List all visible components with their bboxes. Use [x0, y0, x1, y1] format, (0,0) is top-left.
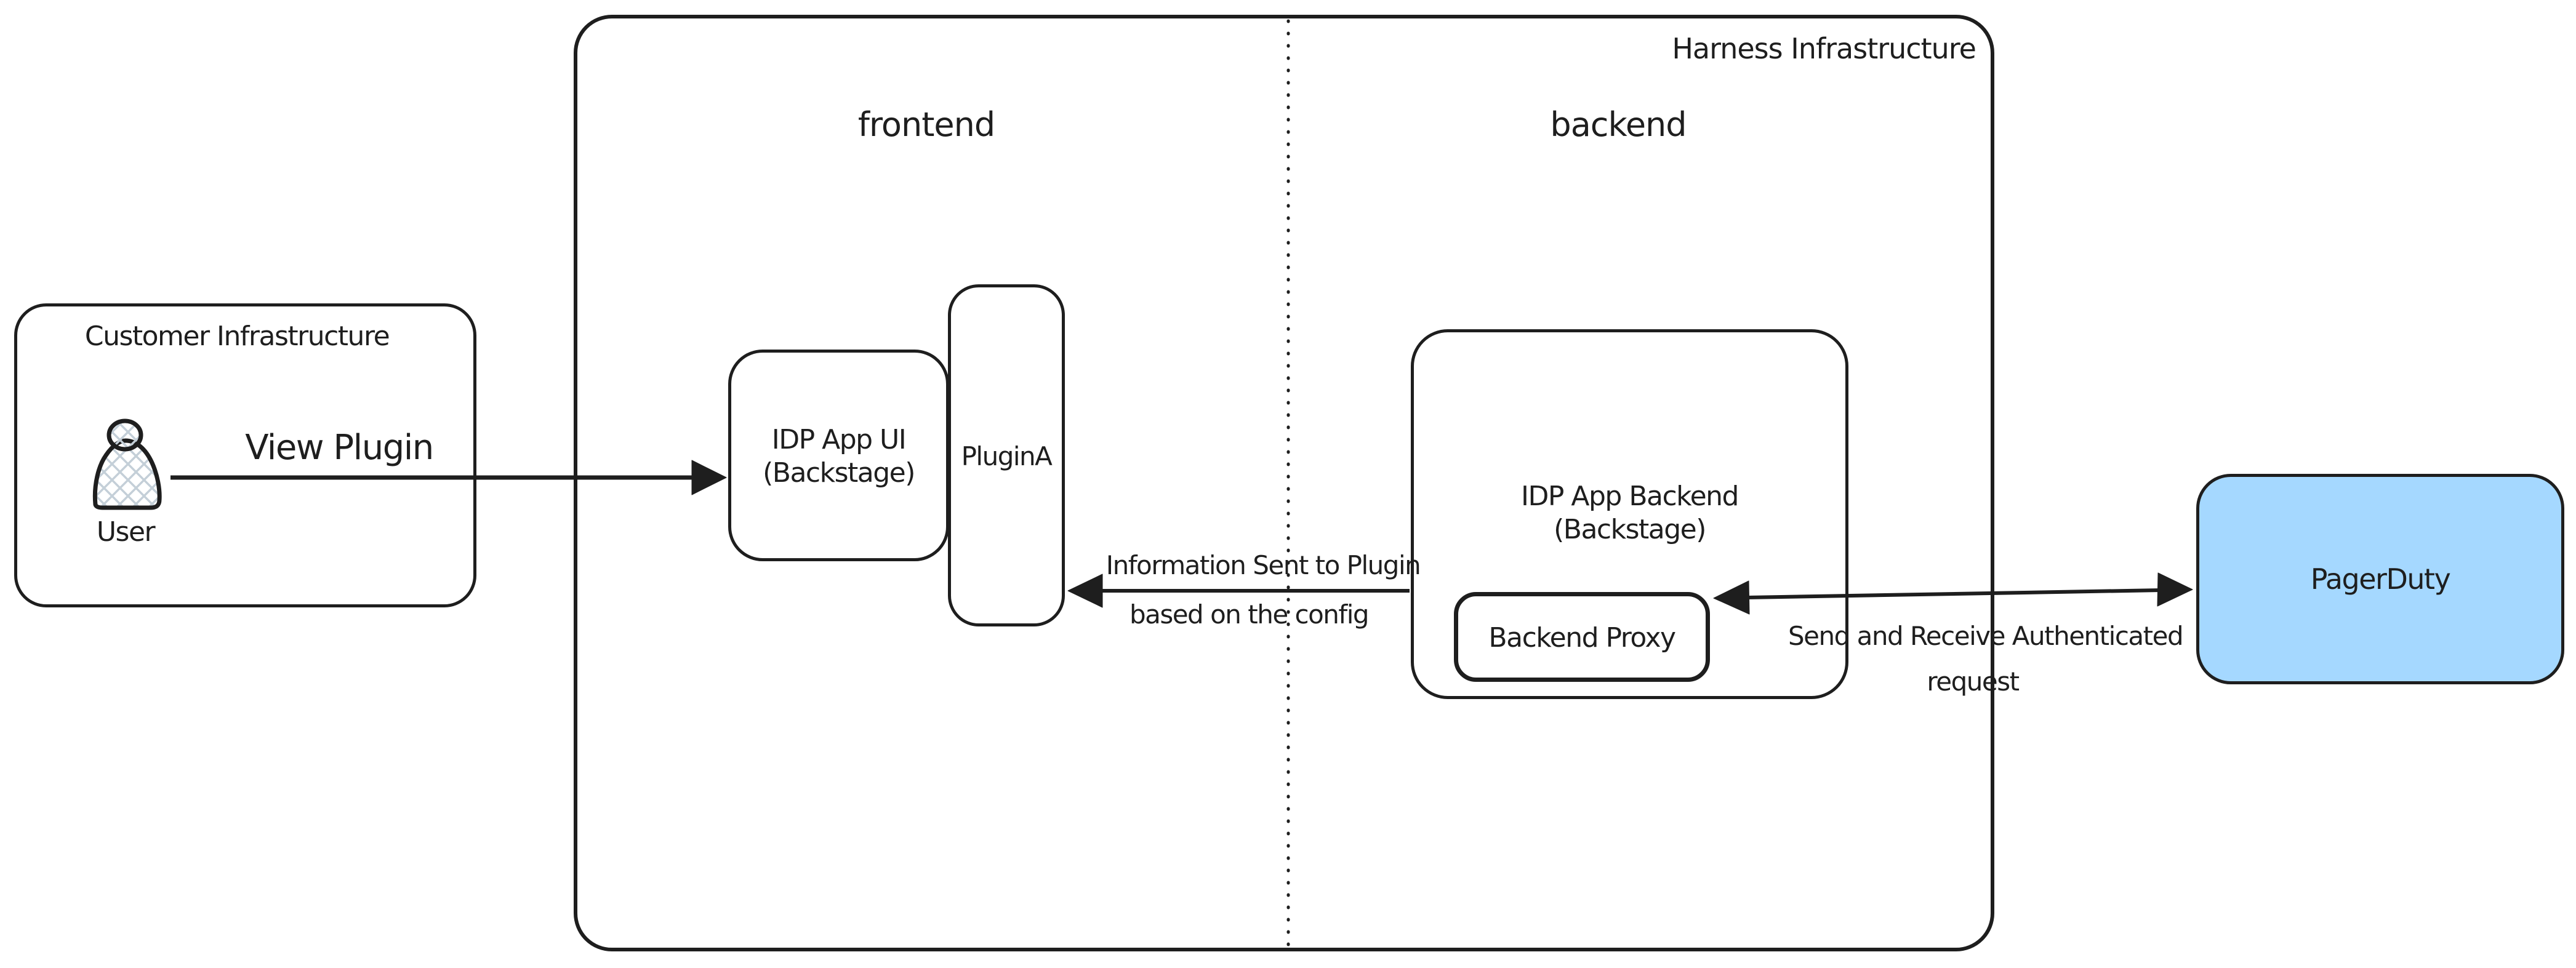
plugin-a-label: PluginA	[961, 441, 1053, 471]
idp-app-ui-label-line1: IDP App UI	[771, 424, 907, 455]
pagerduty-box	[2196, 474, 2564, 684]
user-label: User	[96, 516, 156, 548]
info-sent-arrow-label-line1: Information Sent to Plugin	[1105, 550, 1421, 580]
idp-app-backend-label-line2: (Backstage)	[1554, 513, 1706, 545]
idp-app-backend-label: IDP App Backend (Backstage)	[1411, 480, 1848, 546]
auth-request-arrow-label-line1: Send and Receive Authenticated	[1788, 621, 2184, 651]
backend-proxy-label: Backend Proxy	[1488, 622, 1676, 654]
view-plugin-arrow	[171, 460, 727, 495]
auth-request-arrow	[1713, 572, 2193, 615]
idp-app-ui-box	[728, 350, 949, 561]
info-sent-arrow	[1067, 574, 1410, 608]
backend-zone-label: backend	[1550, 105, 1687, 144]
auth-request-arrow-label-line2: request	[1927, 666, 2020, 697]
customer-infrastructure-label: Customer Infrastructure	[84, 321, 390, 352]
info-sent-arrow-label-line2: based on the config	[1129, 599, 1370, 630]
view-plugin-arrow-label: View Plugin	[245, 428, 434, 468]
harness-infrastructure-label: Harness Infrastructure	[1672, 32, 1976, 65]
frontend-zone-label: frontend	[857, 105, 995, 144]
pagerduty-label: PagerDuty	[2310, 562, 2451, 596]
idp-app-backend-label-line1: IDP App Backend	[1521, 481, 1739, 512]
customer-infrastructure-box	[14, 303, 476, 607]
plugin-a-box	[948, 284, 1065, 626]
idp-app-ui-label-line2: (Backstage)	[763, 457, 915, 489]
backend-proxy-box	[1454, 592, 1710, 682]
user-icon	[92, 418, 162, 510]
idp-app-ui-label: IDP App UI (Backstage)	[728, 423, 949, 489]
